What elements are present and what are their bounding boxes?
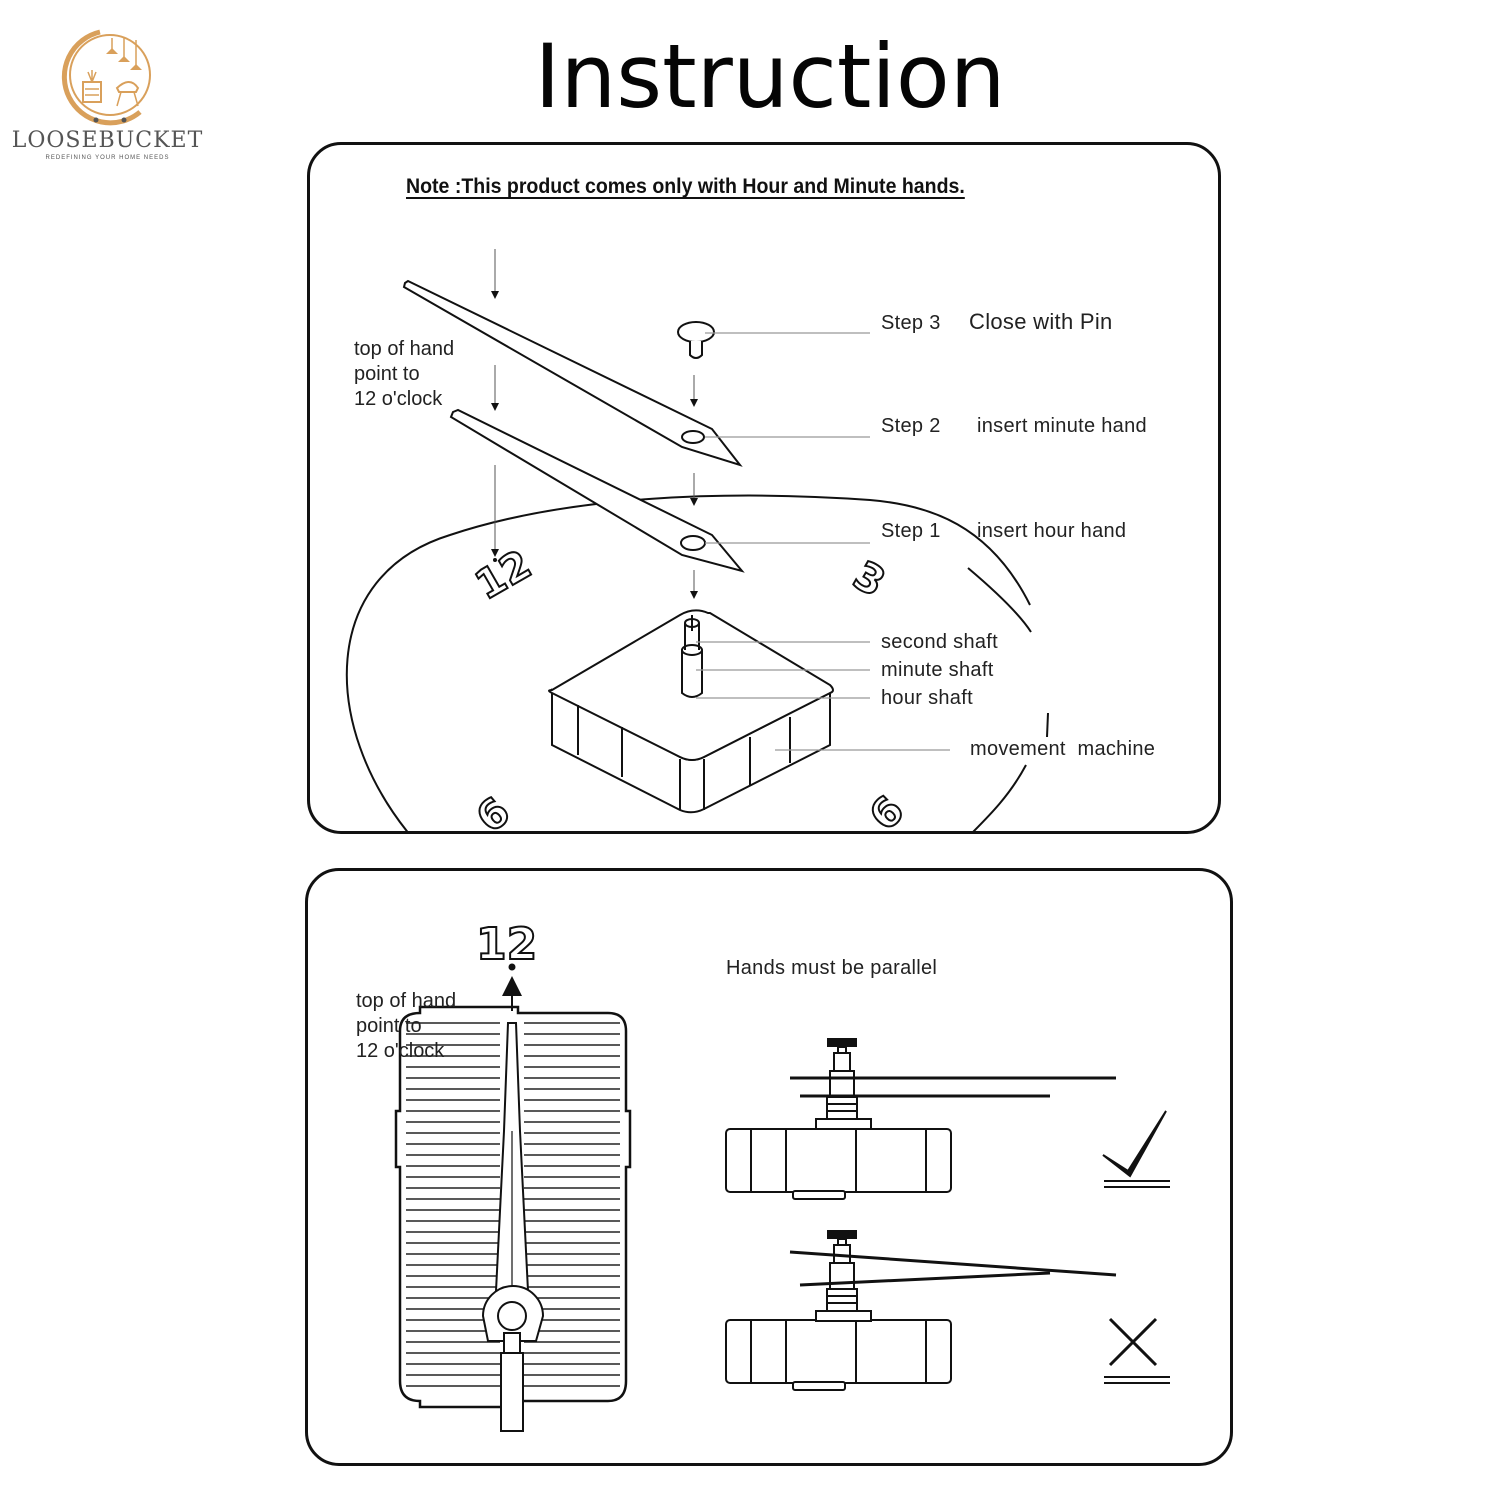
assembly-diagram: 12 3 6 9 xyxy=(345,249,1049,831)
check-mark-icon xyxy=(1102,1110,1170,1188)
alignment-diagram: 12 xyxy=(394,918,1170,1463)
dial-number-12: 12 xyxy=(468,541,539,609)
page-title: Instruction xyxy=(534,25,1006,128)
step-2-label: Step 2 insert minute hand xyxy=(881,415,1147,438)
dial-number-9: 9 xyxy=(466,787,517,831)
hint-line: top of hand xyxy=(356,990,457,1012)
hint-line: 12 o'clock xyxy=(354,388,443,410)
step-text: Close with Pin xyxy=(969,309,1113,334)
step-text: insert minute hand xyxy=(977,415,1147,437)
parallel-note: Hands must be parallel xyxy=(726,957,938,979)
brand-name: LOOSEBUCKET xyxy=(11,128,204,153)
movement-machine-label: movement machine xyxy=(970,738,1156,760)
alignment-panel: 12 xyxy=(305,868,1233,1466)
hand-orientation-hint: top of hand point to 12 o'clock xyxy=(356,989,456,1064)
second-shaft-label: second shaft xyxy=(881,631,999,653)
wrong-side-view xyxy=(725,1230,1117,1391)
note-text: Note :This product comes only with Hour … xyxy=(406,175,965,198)
correct-side-view xyxy=(725,1038,1116,1200)
pin xyxy=(677,321,715,359)
hint-line: top of hand xyxy=(354,338,455,360)
step-1-label: Step 1 insert hour hand xyxy=(881,520,1126,543)
step-number: Step 3 xyxy=(881,312,941,334)
step-text: insert hour hand xyxy=(977,520,1127,542)
step-number: Step 2 xyxy=(881,415,941,437)
dial-number-6: 6 xyxy=(861,788,913,831)
step-number: Step 1 xyxy=(881,520,941,542)
vertical-hand xyxy=(481,1022,545,1432)
brand-tagline: REDEFINING YOUR HOME NEEDS xyxy=(45,155,170,161)
logo-emblem-icon xyxy=(61,29,151,126)
movement-front-view xyxy=(408,1006,423,1463)
dial-number-12: 12 xyxy=(476,919,537,970)
minute-shaft-label: minute shaft xyxy=(881,659,994,681)
hand-orientation-hint: top of hand point to 12 o'clock xyxy=(354,337,454,412)
hint-line: point to xyxy=(356,1015,422,1037)
assembly-steps-panel: 12 3 6 9 xyxy=(307,142,1221,834)
hour-hand xyxy=(449,408,745,573)
clock-dial-outline xyxy=(345,494,1049,831)
step-3-label: Step 3 Close with Pin xyxy=(881,309,1113,335)
dial-number-3: 3 xyxy=(846,553,893,607)
brand-logo: LOOSEBUCKET REDEFINING YOUR HOME NEEDS xyxy=(0,20,215,180)
hint-line: point to xyxy=(354,363,420,385)
minute-hand xyxy=(402,279,743,467)
cross-mark-icon xyxy=(1104,1317,1170,1384)
movement-machine xyxy=(548,609,834,814)
hint-line: 12 o'clock xyxy=(356,1040,445,1062)
hour-shaft-label: hour shaft xyxy=(881,687,973,709)
